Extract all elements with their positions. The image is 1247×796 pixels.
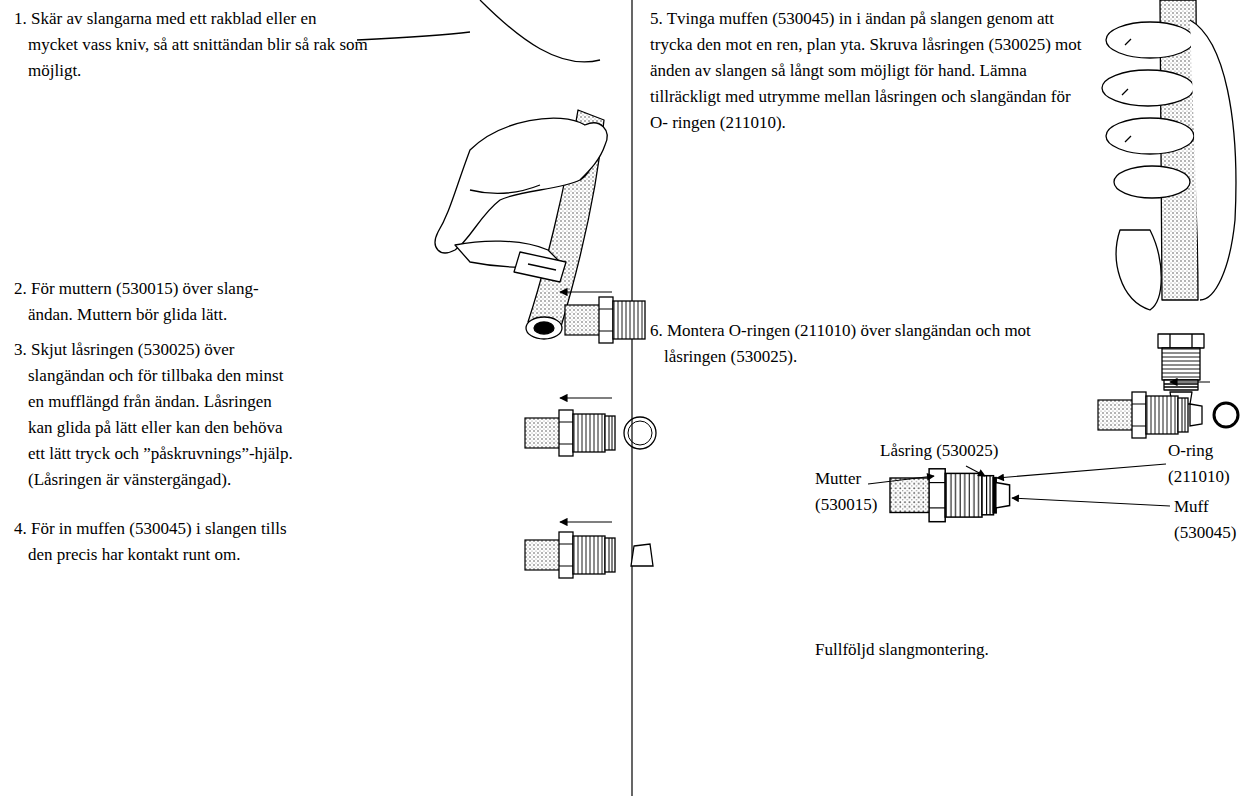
caption-note: Fullföljd slangmontering. [815,637,1055,663]
instruction-step: 2. För muttern (530015) över slang- ända… [14,276,268,328]
part-label: Mutter (530015) [815,466,889,518]
part-label: Muff (530045) [1174,494,1240,546]
instruction-step: 6. Montera O-ringen (211010) över slangä… [650,318,1044,370]
instruction-step: 3. Skjut låsringen (530025) över slangän… [14,337,296,493]
instruction-step: 5. Tvinga muffen (530045) in i ändan på … [650,6,1090,136]
instruction-step: 1. Skär av slangarna med ett rakblad ell… [14,6,368,84]
part-label: O-ring (211010) [1168,438,1240,490]
instruction-step: 4. För in muffen (530045) i slangen till… [14,516,292,568]
part-label: Låsring (530025) [880,438,1040,464]
